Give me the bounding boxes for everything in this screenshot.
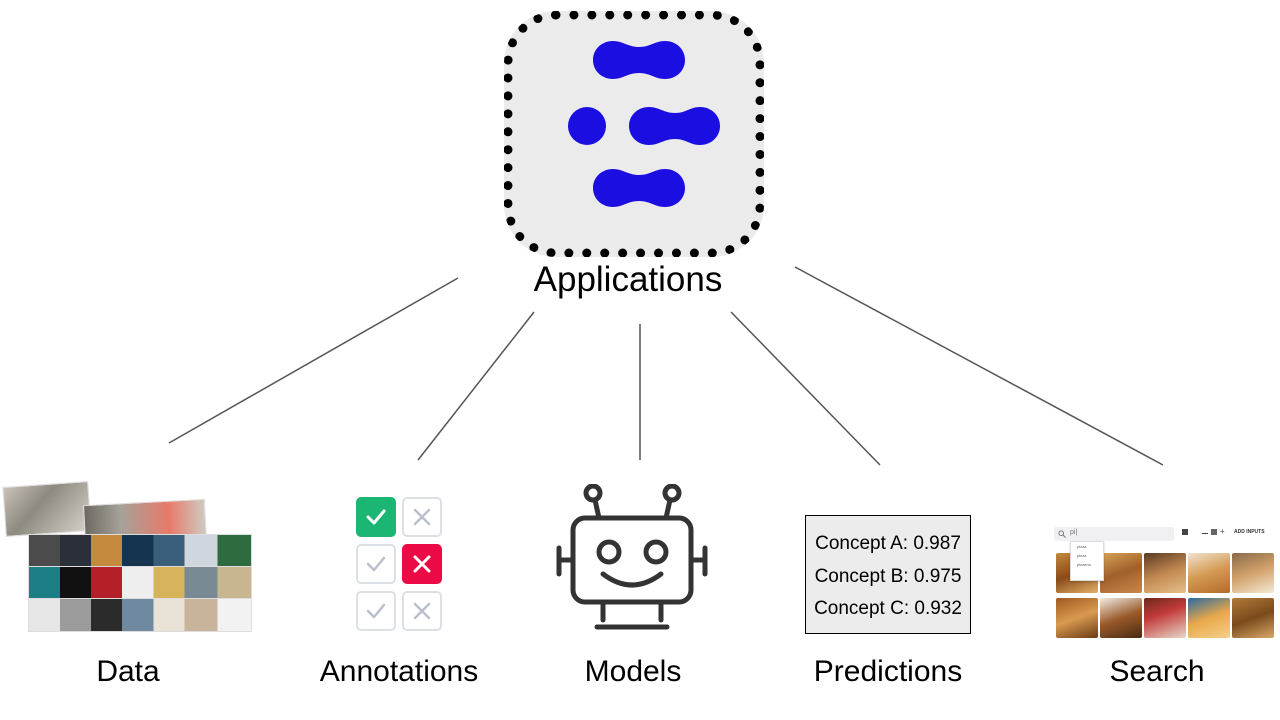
annotations-grid (356, 497, 442, 631)
search-suggestion[interactable]: pizza (1077, 553, 1087, 558)
search-result-image[interactable] (1100, 553, 1142, 593)
applications-node (504, 11, 764, 257)
applications-title: Applications (533, 260, 723, 299)
search-result-image[interactable] (1100, 598, 1142, 638)
search-label: Search (1109, 655, 1205, 688)
search-result-image[interactable] (1232, 553, 1274, 593)
connector-data (168, 277, 459, 444)
grid-view-icon[interactable] (1182, 529, 1188, 535)
search-result-image[interactable] (1144, 598, 1186, 638)
search-result-image[interactable] (1188, 598, 1230, 638)
connector-search (794, 266, 1164, 466)
add-inputs-button[interactable]: ADD INPUTS (1234, 529, 1265, 535)
x-icon (413, 555, 431, 573)
annotation-reject-checkbox[interactable] (402, 497, 442, 537)
search-icon (1058, 530, 1066, 538)
annotation-approve-checkbox[interactable] (356, 591, 396, 631)
clarifai-logo-icon (568, 41, 720, 207)
search-input[interactable]: pi| (1054, 527, 1174, 541)
check-icon (366, 603, 386, 619)
x-icon (413, 508, 431, 526)
search-screenshot: pi| pizza pizza pizzeria + ADD INPUTS (1054, 525, 1276, 641)
search-result-image[interactable] (1056, 598, 1098, 638)
robot-icon (556, 484, 708, 630)
prediction-line: Concept C: 0.932 (814, 598, 962, 619)
models-label: Models (584, 655, 682, 688)
zoom-minus-icon[interactable] (1202, 533, 1208, 534)
annotation-approve-checkbox[interactable] (356, 544, 396, 584)
annotation-approved-checkbox[interactable] (356, 497, 396, 537)
search-suggestion[interactable]: pizzeria (1077, 562, 1091, 567)
search-suggestion[interactable]: pizza (1077, 544, 1087, 549)
data-image-collage (2, 481, 252, 632)
check-icon (366, 556, 386, 572)
data-label: Data (96, 655, 160, 688)
zoom-plus-icon[interactable]: + (1220, 527, 1225, 536)
prediction-line: Concept B: 0.975 (814, 565, 962, 587)
annotations-label: Annotations (319, 655, 479, 688)
search-result-image[interactable] (1188, 553, 1230, 593)
search-query-text: pi| (1070, 529, 1078, 536)
predictions-label: Predictions (813, 655, 963, 688)
search-result-image[interactable] (1144, 553, 1186, 593)
connector-annotations (417, 311, 535, 461)
connector-predictions (730, 311, 881, 466)
x-icon (413, 602, 431, 620)
prediction-line: Concept A: 0.987 (815, 533, 961, 554)
search-suggestions-dropdown[interactable]: pizza pizza pizzeria (1070, 541, 1104, 581)
annotation-reject-checkbox[interactable] (402, 591, 442, 631)
search-result-image[interactable] (1232, 598, 1274, 638)
annotation-rejected-checkbox[interactable] (402, 544, 442, 584)
columns-icon[interactable] (1211, 529, 1217, 535)
predictions-box: Concept A: 0.987 Concept B: 0.975 Concep… (805, 515, 971, 634)
check-icon (366, 509, 386, 525)
